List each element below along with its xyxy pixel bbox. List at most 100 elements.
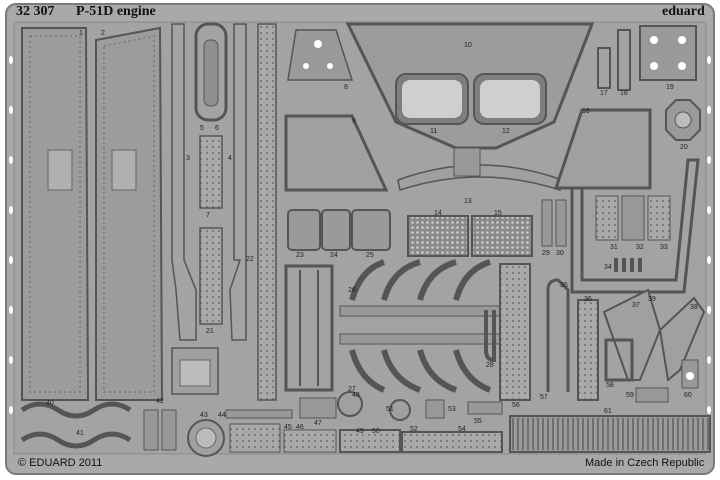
part-53: [425, 399, 445, 419]
comb-tooth: [697, 418, 699, 450]
part-41-chain: [20, 431, 132, 449]
part-number: 10: [464, 42, 472, 49]
part-number: 14: [434, 210, 442, 217]
part-number: 19: [666, 84, 674, 91]
part-15-mesh: [471, 215, 533, 257]
part-36: [577, 299, 599, 401]
comb-tooth: [667, 418, 669, 450]
comb-tooth: [607, 418, 609, 450]
part-number: 13: [464, 198, 472, 205]
part-number: 17: [600, 90, 608, 97]
comb-tooth: [557, 418, 559, 450]
part-number: 37: [632, 302, 640, 309]
part-52-row: [401, 431, 503, 453]
part-45: [229, 423, 281, 453]
part-42-a: [143, 409, 159, 451]
part-number: 16: [582, 108, 590, 115]
comb-tooth: [552, 418, 554, 450]
comb-tooth: [692, 418, 694, 450]
part-49-50-row: [339, 429, 401, 453]
part-number: 7: [206, 212, 210, 219]
comb-tooth: [687, 418, 689, 450]
comb-tooth: [622, 418, 624, 450]
comb-tooth: [597, 418, 599, 450]
comb-tooth: [707, 418, 709, 450]
part-number: 38: [690, 304, 698, 311]
comb-tooth: [677, 418, 679, 450]
part-number: 55: [474, 418, 482, 425]
part-48: [337, 391, 363, 417]
part-number: 32: [636, 244, 644, 251]
part-number: 59: [626, 392, 634, 399]
part-27-ducts: [349, 349, 492, 393]
part-38-fan: [658, 296, 706, 382]
made-in-text: Made in Czech Republic: [585, 457, 705, 469]
part-number: 18: [620, 90, 628, 97]
part-number: 3: [186, 155, 190, 162]
part-number: 48: [352, 392, 360, 399]
part-number: 56: [512, 402, 520, 409]
part-24: [321, 209, 351, 251]
part-33: [647, 195, 671, 241]
comb-tooth: [637, 418, 639, 450]
part-4-strip: [229, 23, 247, 341]
part-number: 29: [542, 250, 550, 257]
part-5-bracket: [194, 22, 228, 122]
part-number: 61: [604, 408, 612, 415]
part-number: 54: [458, 426, 466, 433]
comb-tooth: [562, 418, 564, 450]
part-number: 8: [344, 84, 348, 91]
part-number: 5: [200, 125, 204, 132]
part-61-comb: [509, 415, 711, 453]
part-34-pins: [614, 258, 642, 272]
comb-tooth: [672, 418, 674, 450]
part-number: 33: [660, 244, 668, 251]
frame-holes: [9, 56, 711, 414]
part-14-mesh: [407, 215, 469, 257]
comb-tooth: [522, 418, 524, 450]
comb-tooth: [617, 418, 619, 450]
part-number: 36: [584, 296, 592, 303]
part-number: 53: [448, 406, 456, 413]
part-number: 51: [386, 406, 394, 413]
part-17: [597, 47, 611, 89]
part-42-b: [161, 409, 177, 451]
part-21-strip: [199, 227, 223, 325]
part-number: 39: [648, 296, 656, 303]
comb-tooth: [587, 418, 589, 450]
part-19-plate: [639, 25, 697, 81]
part-44-strip: [225, 409, 293, 419]
part-18: [617, 29, 631, 91]
brand-logo-text: eduard: [662, 4, 705, 19]
part-58: [604, 338, 634, 382]
part-number: 23: [296, 252, 304, 259]
part-29: [541, 199, 553, 247]
part-number: 26: [348, 287, 356, 294]
part-40-chain: [20, 401, 132, 419]
comb-tooth: [567, 418, 569, 450]
part-35-hook: [546, 278, 570, 392]
right-curved-strip: [570, 158, 700, 294]
comb-tooth: [632, 418, 634, 450]
part-number: 44: [218, 412, 226, 419]
part-51: [389, 399, 411, 421]
part-59: [635, 387, 669, 403]
comb-tooth: [652, 418, 654, 450]
comb-tooth: [627, 418, 629, 450]
part-number: 57: [540, 394, 548, 401]
part-number: 4: [228, 155, 232, 162]
part-23: [287, 209, 321, 251]
part-22-long-strip: [257, 23, 277, 401]
part-1-side-panel: [21, 27, 90, 401]
part-47: [299, 397, 337, 419]
comb-tooth: [602, 418, 604, 450]
comb-tooth: [702, 418, 704, 450]
part-number: 43: [200, 412, 208, 419]
part-number: 34: [604, 264, 612, 271]
part-46: [283, 429, 337, 453]
part-number: 31: [610, 244, 618, 251]
comb-tooth: [647, 418, 649, 450]
part-16-panel: [553, 108, 652, 190]
part-37-fan: [602, 288, 662, 381]
